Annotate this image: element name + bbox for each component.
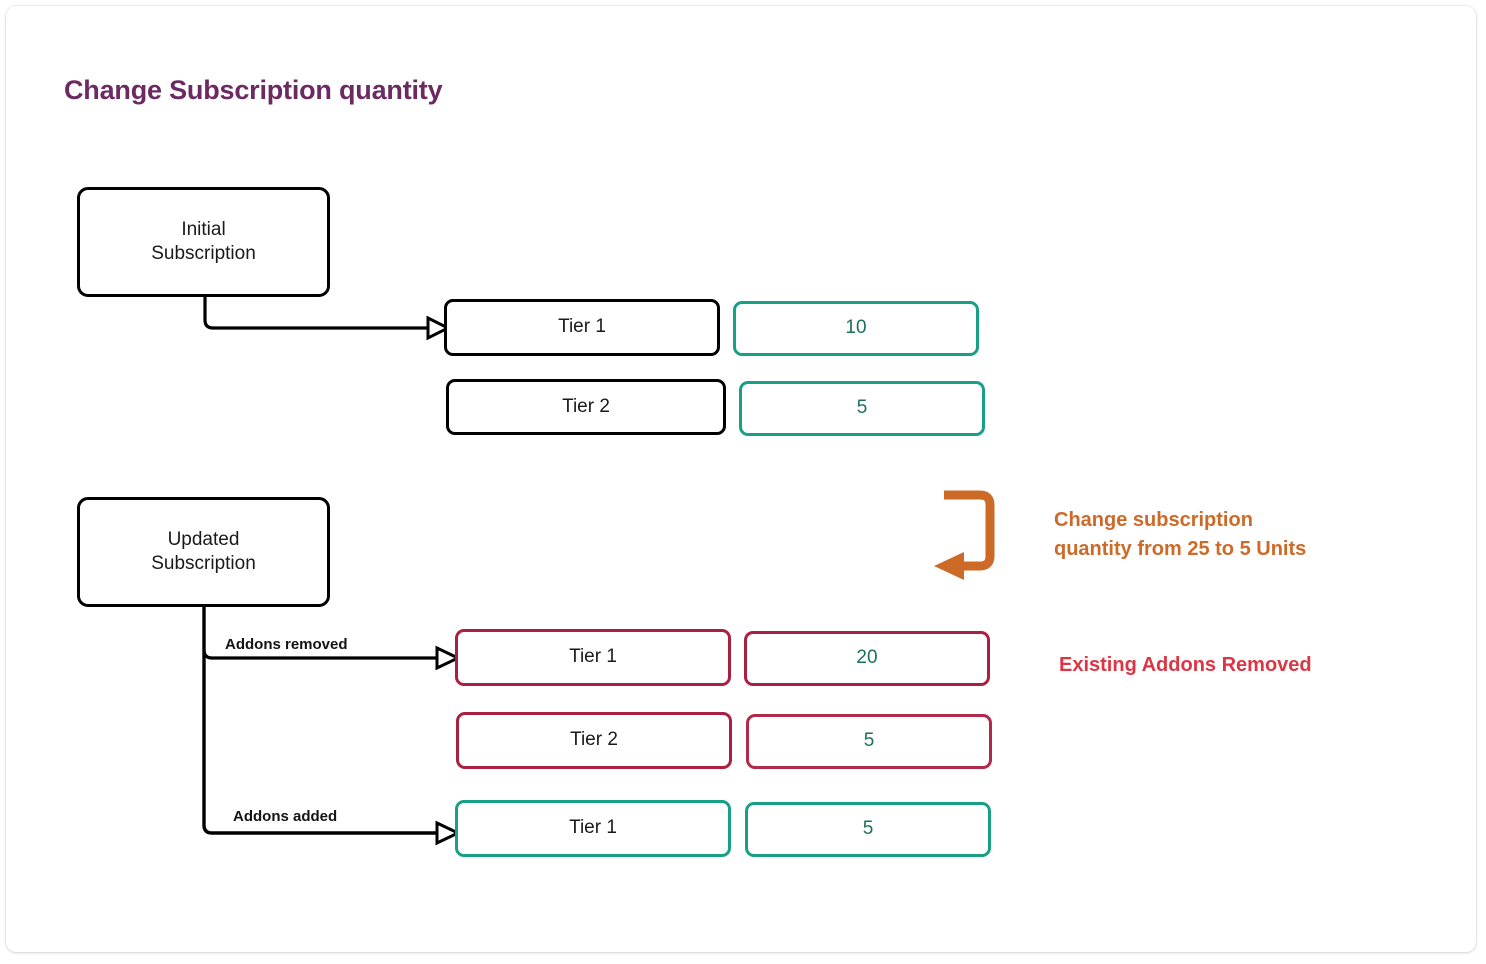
edge-label-addons-removed: Addons removed	[225, 636, 348, 653]
node-initial-qty-2[interactable]: 5	[739, 381, 985, 436]
annotation-change-quantity-line1: Change subscription	[1054, 509, 1253, 531]
node-updated-qty-1-added-value: 5	[862, 818, 874, 840]
node-updated-tier-1-removed[interactable]: Tier 1	[455, 629, 731, 686]
node-updated-qty-2-removed-value: 5	[863, 730, 875, 752]
node-updated-tier-1-added-label: Tier 1	[569, 817, 617, 839]
node-initial-qty-1-value: 10	[845, 317, 867, 339]
node-initial-tier-1[interactable]: Tier 1	[444, 299, 720, 356]
node-updated-subscription-line2: Subscription	[151, 553, 256, 574]
annotation-addons-removed-line1: Existing Addons Removed	[1059, 654, 1312, 676]
node-updated-qty-2-removed[interactable]: 5	[746, 714, 992, 769]
node-updated-qty-1-removed-value: 20	[856, 647, 878, 669]
node-updated-tier-2-removed[interactable]: Tier 2	[456, 712, 732, 769]
node-initial-qty-2-value: 5	[856, 397, 868, 419]
node-updated-tier-2-removed-label: Tier 2	[570, 729, 618, 751]
node-initial-subscription[interactable]: Initial Subscription	[77, 187, 330, 297]
node-updated-tier-1-added[interactable]: Tier 1	[455, 800, 731, 857]
annotation-addons-removed: Existing Addons Removed	[1059, 651, 1312, 680]
node-initial-tier-2[interactable]: Tier 2	[446, 379, 726, 435]
node-updated-subscription-line1: Updated	[167, 528, 240, 550]
node-initial-subscription-line2: Subscription	[151, 243, 256, 264]
page-title: Change Subscription quantity	[64, 75, 443, 105]
node-updated-tier-1-removed-label: Tier 1	[569, 646, 617, 668]
node-updated-subscription[interactable]: Updated Subscription	[77, 497, 330, 607]
edge-label-addons-added: Addons added	[233, 808, 338, 825]
node-initial-tier-1-label: Tier 1	[558, 316, 606, 338]
node-initial-subscription-line1: Initial	[181, 218, 226, 240]
node-updated-qty-1-added[interactable]: 5	[745, 802, 991, 857]
annotation-change-quantity-line2: quantity from 25 to 5 Units	[1054, 538, 1307, 560]
node-initial-tier-2-label: Tier 2	[562, 395, 610, 417]
node-updated-qty-1-removed[interactable]: 20	[744, 631, 990, 686]
diagram-card	[6, 6, 1476, 952]
node-initial-qty-1[interactable]: 10	[733, 301, 979, 356]
annotation-change-quantity: Change subscription quantity from 25 to …	[1054, 506, 1306, 564]
